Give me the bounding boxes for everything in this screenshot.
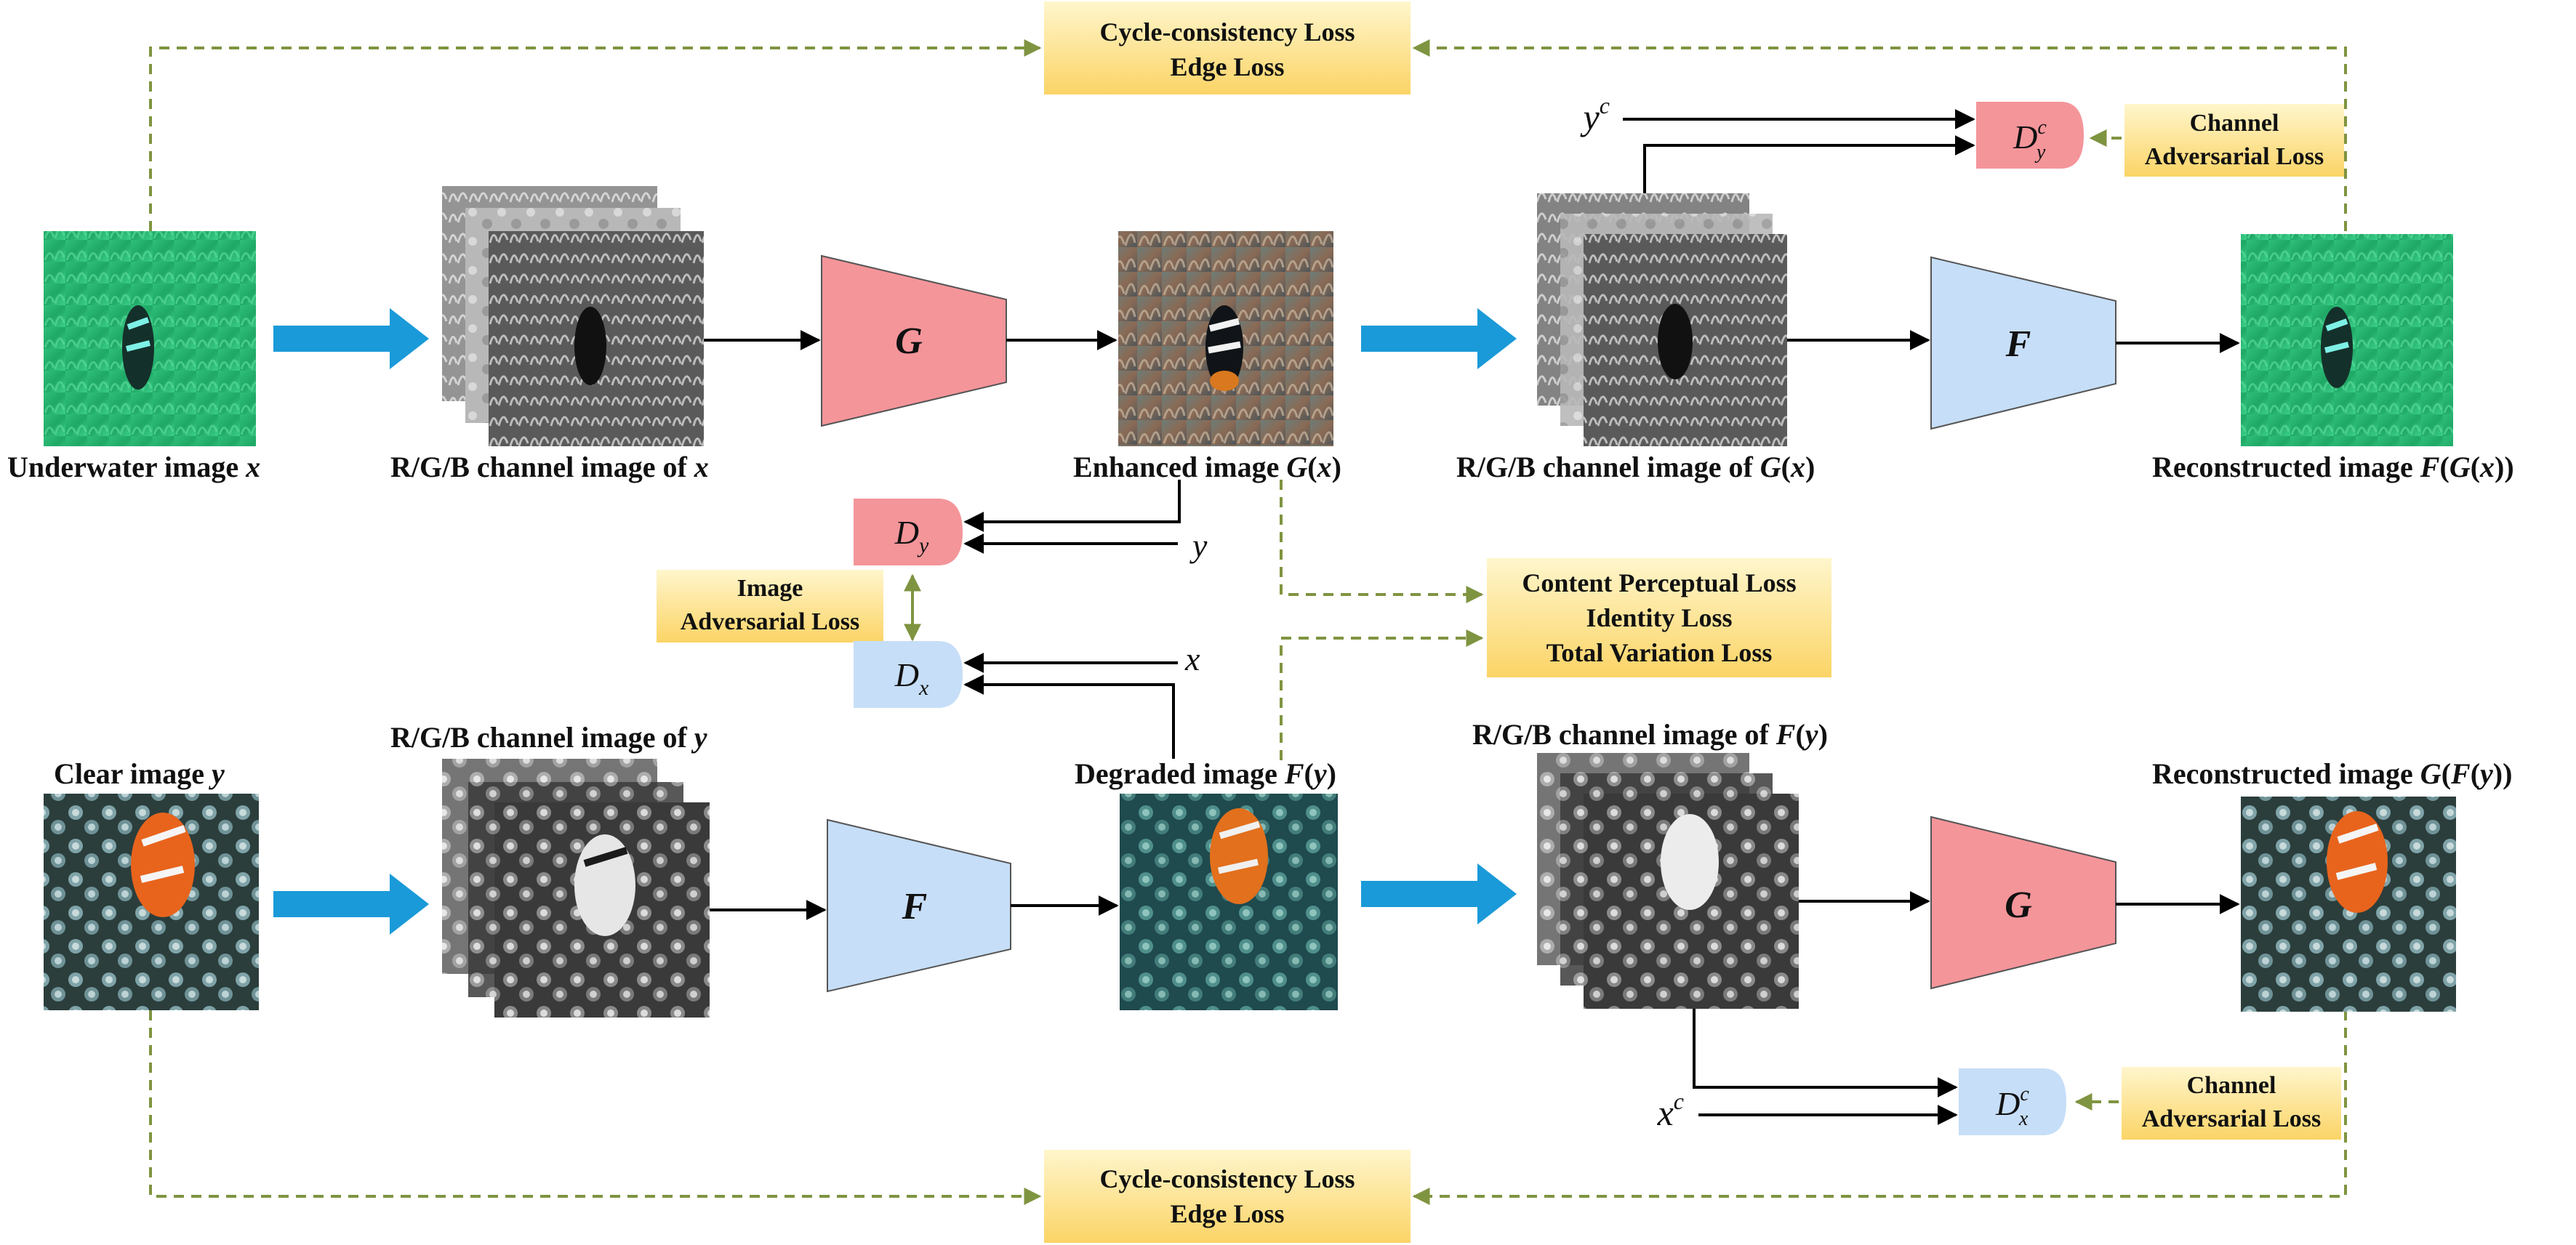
caption-clear: Clear image y [54, 757, 225, 790]
blue-arrow-1 [273, 308, 429, 369]
caption-rgb-fy: R/G/B channel image of F(y) [1472, 718, 1828, 751]
caption-rgb-y: R/G/B channel image of y [390, 721, 707, 754]
svg-text:Image: Image [737, 575, 803, 602]
blue-arrow-3 [273, 874, 429, 935]
enhanced-image [1118, 231, 1333, 446]
arrow-degraded-to-dx [963, 674, 1175, 759]
svg-text:Dcx: Dcx [1995, 1083, 2029, 1130]
dash-degraded-content [1280, 629, 1484, 760]
discriminator-dx: Dx [854, 641, 963, 708]
svg-text:G: G [2005, 885, 2032, 926]
input-yc: yc [1580, 92, 1610, 137]
blue-arrow-2 [1361, 308, 1517, 369]
svg-text:G: G [895, 321, 923, 362]
svg-text:Adversarial Loss: Adversarial Loss [681, 608, 860, 635]
rgb-channel-stack-fy [1537, 753, 1799, 1009]
arrow-enhanced-to-dy [963, 480, 1181, 532]
svg-text:Channel: Channel [2187, 1072, 2276, 1099]
svg-text:Cycle-consistency Loss: Cycle-consistency Loss [1100, 1164, 1355, 1193]
blue-arrow-4 [1361, 863, 1517, 924]
clear-image [44, 794, 259, 1010]
svg-text:Dx: Dx [894, 656, 929, 700]
loss-top-channel: Channel Adversarial Loss [2124, 104, 2344, 177]
loss-top-cycle: Cycle-consistency Loss Edge Loss [1044, 1, 1411, 94]
generator-g-top: G [821, 254, 1007, 427]
rgb-channel-stack-y [442, 759, 710, 1018]
generator-f-bottom: F [827, 818, 1011, 993]
underwater-image [44, 231, 256, 446]
input-y: y [1189, 527, 1208, 564]
svg-text:Channel: Channel [2190, 110, 2279, 137]
svg-text:Identity Loss: Identity Loss [1586, 603, 1732, 632]
caption-reconstructed-fgx: Reconstructed image F(G(x)) [2152, 451, 2514, 483]
dashed-connectors [149, 39, 2347, 1205]
dash-top-left [149, 39, 1042, 231]
svg-text:Total Variation Loss: Total Variation Loss [1546, 638, 1773, 667]
loss-bottom-cycle: Cycle-consistency Loss Edge Loss [1044, 1150, 1411, 1243]
arrow-stack-to-dyc [1643, 135, 1975, 193]
caption-reconstructed-gfy: Reconstructed image G(F(y)) [2152, 757, 2512, 790]
reconstructed-image-gfy [2241, 797, 2456, 1012]
dash-enhanced-content [1280, 480, 1484, 603]
caption-rgb-x: R/G/B channel image of x [390, 451, 709, 483]
generator-g-bottom: G [1930, 815, 2116, 990]
arrow-stack-to-dxc [1693, 1009, 1958, 1097]
dash-bottom-left [149, 1010, 1042, 1205]
rgb-channel-stack-x [442, 186, 704, 446]
svg-text:F: F [2005, 323, 2031, 365]
svg-text:Dcy: Dcy [2013, 116, 2047, 164]
blue-arrows [273, 308, 1517, 935]
dash-top-right [1412, 39, 2347, 231]
svg-text:Edge Loss: Edge Loss [1170, 1199, 1284, 1228]
caption-enhanced: Enhanced image G(x) [1073, 451, 1341, 483]
discriminator-dy: Dy [854, 499, 963, 565]
svg-text:Content Perceptual Loss: Content Perceptual Loss [1522, 568, 1796, 597]
caption-rgb-gx: R/G/B channel image of G(x) [1456, 451, 1815, 483]
svg-text:F: F [902, 886, 928, 927]
reconstructed-image-fgx [2241, 234, 2453, 446]
black-arrows [704, 109, 2240, 1125]
loss-bottom-channel: Channel Adversarial Loss [2122, 1067, 2341, 1140]
caption-degraded: Degraded image F(y) [1075, 757, 1336, 790]
degraded-image [1120, 794, 1338, 1010]
svg-text:Dy: Dy [894, 514, 929, 557]
input-xc: xc [1657, 1088, 1684, 1133]
svg-text:Adversarial Loss: Adversarial Loss [2142, 1105, 2322, 1132]
dash-bottom-right [1412, 1010, 2347, 1205]
generator-f-top: F [1930, 256, 2116, 430]
loss-image-adversarial: Image Adversarial Loss [657, 570, 883, 642]
input-x: x [1184, 640, 1200, 677]
svg-text:Edge Loss: Edge Loss [1170, 52, 1284, 81]
rgb-channel-stack-gx [1537, 193, 1787, 446]
loss-content: Content Perceptual Loss Identity Loss To… [1487, 558, 1831, 677]
caption-underwater: Underwater image x [7, 451, 260, 483]
svg-text:Cycle-consistency Loss: Cycle-consistency Loss [1100, 17, 1355, 47]
svg-text:Adversarial Loss: Adversarial Loss [2145, 143, 2324, 170]
